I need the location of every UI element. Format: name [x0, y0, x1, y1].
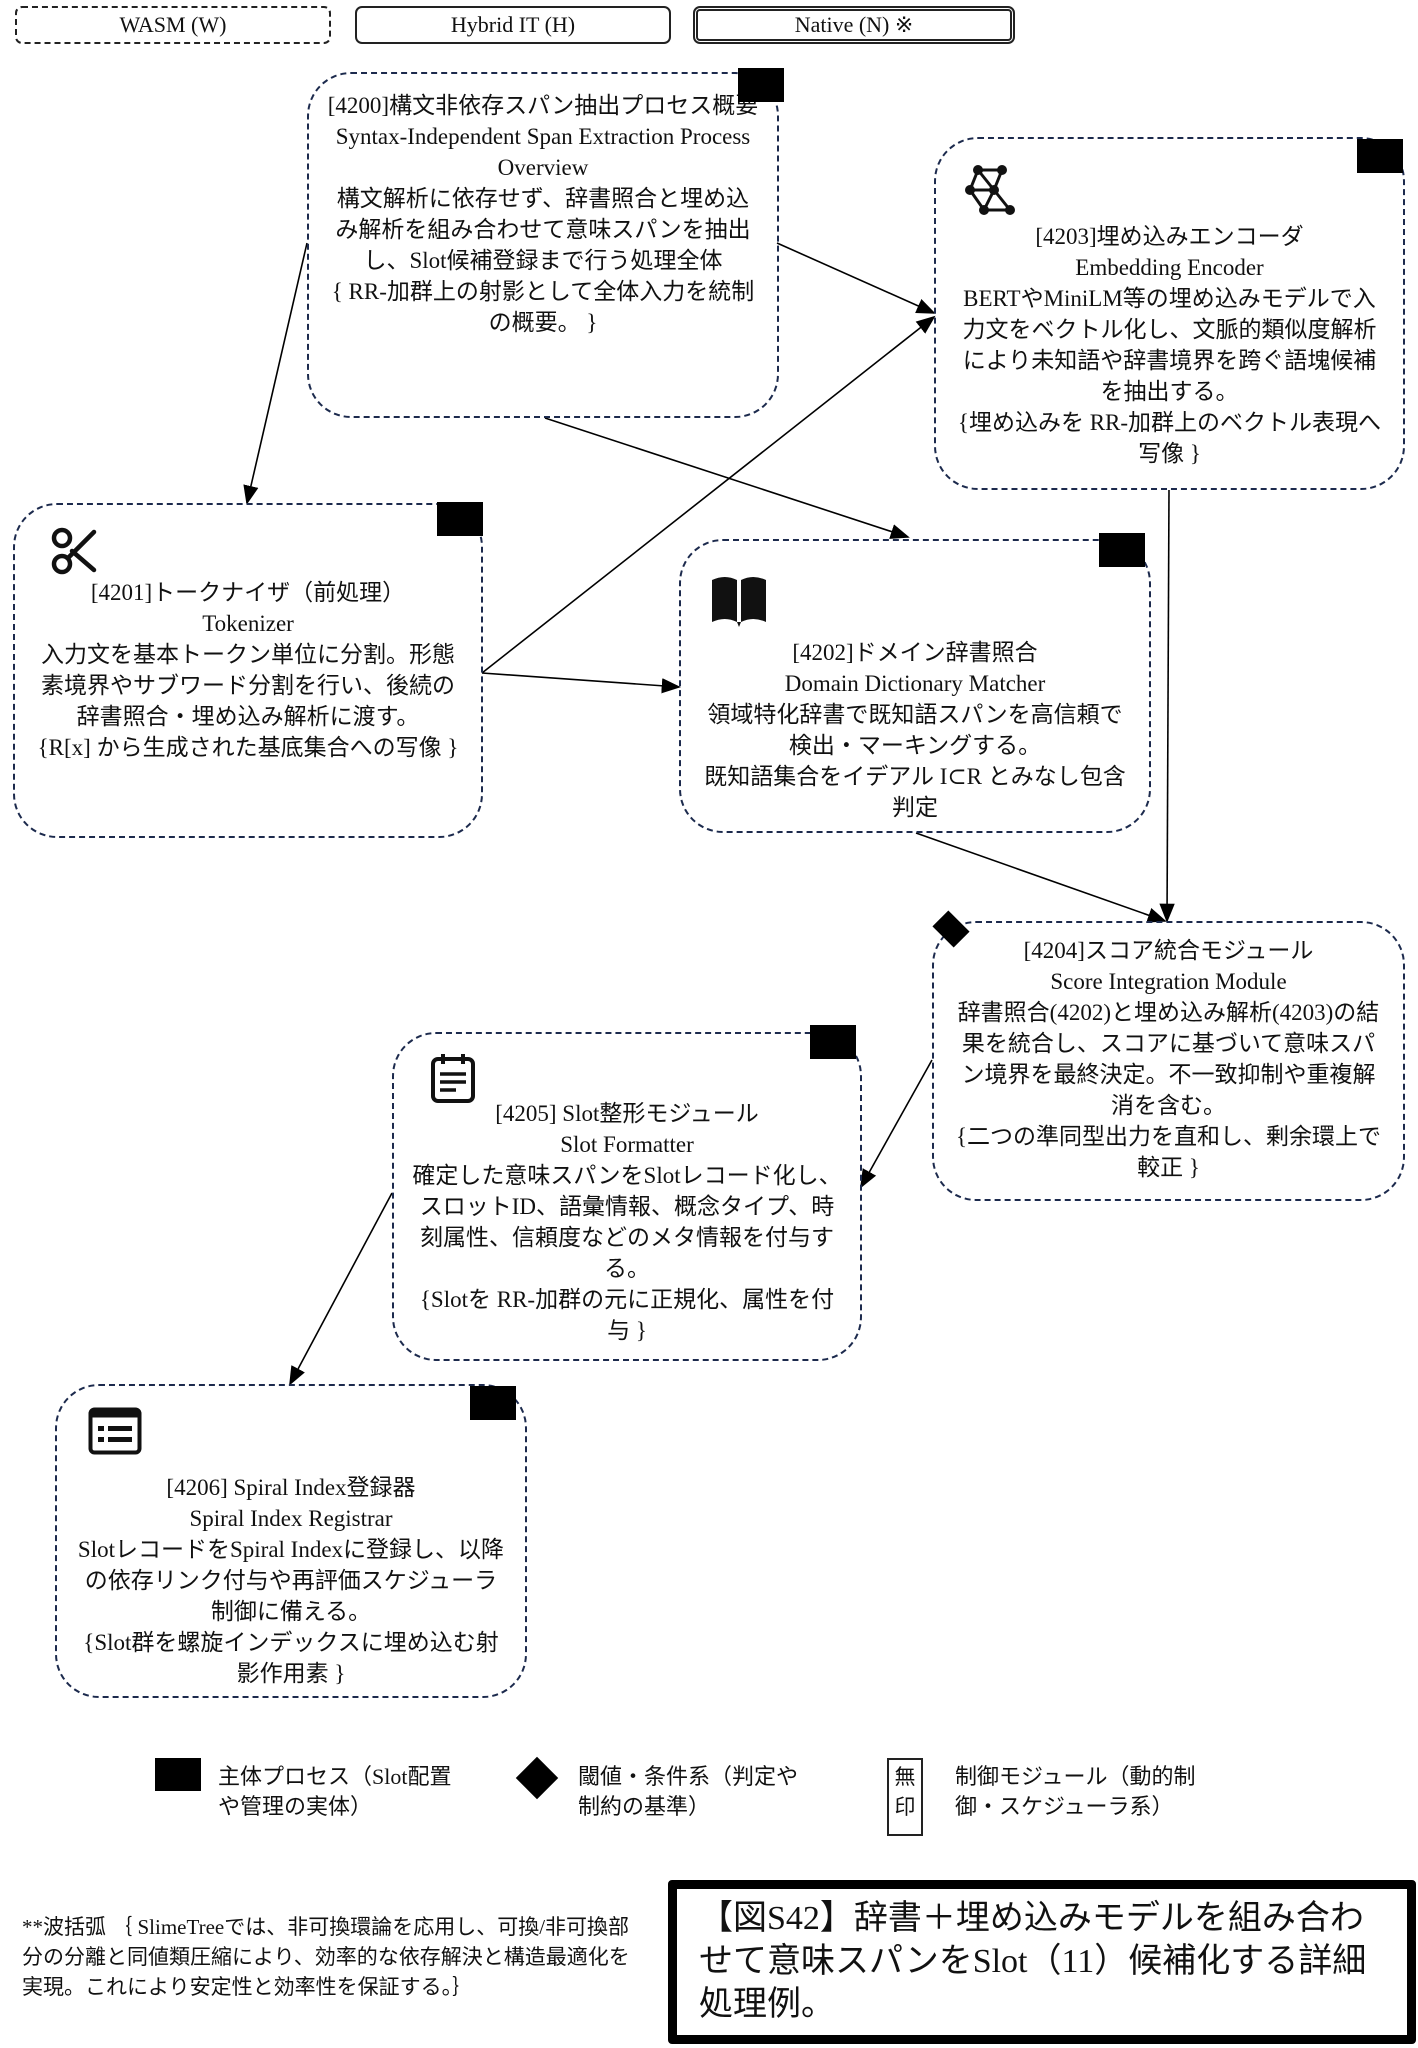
- node-4206[interactable]: [4206] Spiral Index登録器 Spiral Index Regi…: [55, 1384, 527, 1698]
- node-4201-formal: {R[x] から生成された基底集合への写像 }: [37, 735, 459, 760]
- edge-4202-4204: [915, 832, 1167, 923]
- scissors-icon: [50, 526, 100, 576]
- edge-4204-4205: [860, 1059, 933, 1189]
- legend-process-label: 主体プロセス（Slot配置や管理の実体）: [218, 1764, 452, 1819]
- node-4202-en: Domain Dictionary Matcher: [784, 671, 1046, 696]
- list-window-icon: [88, 1407, 142, 1455]
- node-4200-title: [4200]構文非依存スパン抽出プロセス概要: [327, 93, 759, 118]
- node-4204-en: Score Integration Module: [1050, 969, 1287, 994]
- mode-wasm-box: WASM (W): [15, 6, 331, 44]
- node-4203-en: Embedding Encoder: [1075, 255, 1264, 280]
- edge-4200-4202: [544, 417, 910, 539]
- edge-4200-4201: [243, 242, 308, 505]
- node-4206-formal: {Slot群を螺旋インデックスに埋め込む射影作用素 }: [83, 1630, 499, 1686]
- process-marker-4201: [437, 502, 483, 536]
- notepad-icon: [430, 1052, 476, 1104]
- node-4205[interactable]: [4205] Slot整形モジュール Slot Formatter 確定した意味…: [392, 1032, 862, 1361]
- node-4200-formal: { RR-加群上の射影として全体入力を統制 の概要。 }: [331, 279, 755, 335]
- book-icon: [709, 574, 769, 628]
- node-4202[interactable]: [4202]ドメイン辞書照合 Domain Dictionary Matcher…: [679, 539, 1151, 833]
- mode-hybrid-box: Hybrid IT (H): [355, 6, 671, 44]
- footnote: **波括弧 ｛ SlimeTreeでは、非可換環論を応用し、可換/非可換部分の分…: [22, 1915, 630, 1999]
- node-4200[interactable]: [4200]構文非依存スパン抽出プロセス概要 Syntax-Independen…: [307, 72, 779, 418]
- process-marker-4206: [470, 1386, 516, 1420]
- node-4202-title: [4202]ドメイン辞書照合: [792, 640, 1038, 665]
- legend-threshold-label: 閾値・条件系（判定や制約の基準）: [578, 1764, 799, 1819]
- figure-caption-text: 【図S42】辞書＋埋め込みモデルを組み合わせて意味スパンをSlot（11）候補化…: [699, 1900, 1367, 2023]
- node-4202-formal: 既知語集合をイデアル I⊂R とみなし包含判定: [704, 764, 1126, 820]
- node-4202-desc: 領域特化辞書で既知語スパンを高信頼で検出・マーキングする。: [707, 702, 1123, 758]
- process-marker-4200: [738, 68, 784, 102]
- node-4205-formal: {Slotを RR-加群の元に正規化、属性を付与 }: [419, 1287, 835, 1343]
- node-4204[interactable]: [4204]スコア統合モジュール Score Integration Modul…: [932, 921, 1405, 1201]
- node-4204-desc: 辞書照合(4202)と埋め込み解析(4203)の結果を統合し、スコアに基づいて意…: [957, 1000, 1380, 1118]
- mode-native-box: Native (N) ※: [693, 6, 1015, 44]
- node-4205-title: [4205] Slot整形モジュール: [495, 1101, 759, 1126]
- process-marker-4205: [810, 1025, 856, 1059]
- node-4203-title: [4203]埋め込みエンコーダ: [1035, 224, 1304, 249]
- node-4206-title: [4206] Spiral Index登録器: [166, 1475, 416, 1500]
- legend-none-label: 無印: [894, 1765, 916, 1819]
- figure-caption: 【図S42】辞書＋埋め込みモデルを組み合わせて意味スパンをSlot（11）候補化…: [668, 1880, 1416, 2044]
- node-4205-desc: 確定した意味スパンをSlotレコード化し、スロットID、語彙情報、概念タイプ、時…: [412, 1163, 842, 1281]
- node-4201-title: [4201]トークナイザ（前処理）: [90, 580, 406, 605]
- node-4201-desc: 入力文を基本トークン単位に分割。形態素境界やサブワード分割を行い、後続の辞書照合…: [41, 642, 455, 729]
- node-4204-title: [4204]スコア統合モジュール: [1023, 938, 1314, 963]
- edge-4203-4204: [1159, 489, 1175, 923]
- node-4205-en: Slot Formatter: [560, 1132, 694, 1157]
- node-4203-formal: {埋め込みを RR-加群上のベクトル表現へ写像 }: [957, 410, 1382, 466]
- node-4201[interactable]: [4201]トークナイザ（前処理） Tokenizer 入力文を基本トークン単位…: [13, 503, 483, 838]
- legend-control-box: 無印: [887, 1758, 923, 1836]
- node-4206-en: Spiral Index Registrar: [189, 1506, 393, 1531]
- node-4204-formal: {二つの準同型出力を直和し、剰余環上で較正 }: [955, 1124, 1382, 1180]
- node-4201-en: Tokenizer: [202, 611, 294, 636]
- node-4200-desc: 構文解析に依存せず、辞書照合と埋め込み解析を組み合わせて意味スパンを抽出し、Sl…: [335, 186, 751, 273]
- edge-4205-4206: [289, 1192, 393, 1386]
- node-4200-en: Syntax-Independent Span Extraction Proce…: [335, 124, 751, 180]
- node-4203[interactable]: [4203]埋め込みエンコーダ Embedding Encoder BERTやM…: [934, 137, 1405, 490]
- edge-4201-4202: [481, 672, 681, 694]
- legend-process-square-icon: [155, 1758, 201, 1791]
- network-graph-icon: [964, 164, 1016, 216]
- edge-4200-4203: [776, 242, 936, 314]
- legend-control-label: 制御モジュール（動的制御・スケジューラ系）: [955, 1764, 1196, 1819]
- process-marker-4203: [1357, 139, 1403, 173]
- process-marker-4202: [1099, 533, 1145, 567]
- node-4206-desc: SlotレコードをSpiral Indexに登録し、以降の依存リンク付与や再評価…: [77, 1537, 505, 1624]
- legend-threshold-diamond-icon: [515, 1756, 559, 1800]
- node-4203-desc: BERTやMiniLM等の埋め込みモデルで入力文をベクトル化し、文脈的類似度解析…: [962, 286, 1377, 404]
